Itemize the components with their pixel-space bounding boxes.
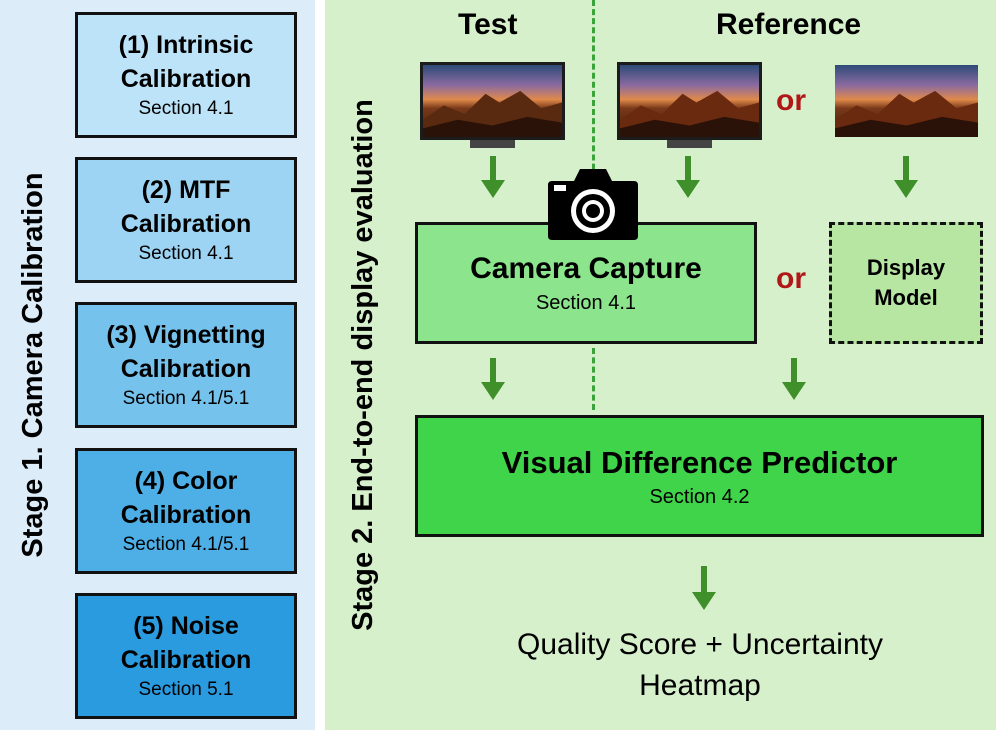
vdp-section: Section 4.2 (649, 486, 750, 508)
display-model-box: Display Model (829, 222, 983, 344)
step-title-line2: Calibration (120, 355, 252, 383)
step-title-line1: (1) Intrinsic (118, 31, 254, 59)
or-label-middle: or (776, 262, 806, 295)
vignetting-calibration-box: (3) Vignetting Calibration Section 4.1/5… (75, 302, 297, 428)
arrow-down-icon (894, 156, 918, 198)
output-text: Quality Score + Uncertainty Heatmap (450, 624, 950, 706)
reference-monitor-icon (617, 62, 762, 148)
step-title-line1: (2) MTF (141, 176, 231, 204)
divider-top (592, 0, 595, 215)
step-section: Section 4.1/5.1 (122, 388, 250, 409)
step-title-line2: Calibration (120, 646, 252, 674)
or-label-top: or (776, 84, 806, 117)
step-title-line1: (5) Noise (133, 612, 239, 640)
arrow-down-icon (676, 156, 700, 198)
arrow-down-icon (782, 358, 806, 400)
camera-icon (548, 169, 638, 240)
display-model-line1: Display (866, 255, 946, 280)
reference-image (835, 65, 978, 137)
arrow-down-icon (481, 156, 505, 198)
color-calibration-box: (4) Color Calibration Section 4.1/5.1 (75, 448, 297, 574)
camera-capture-section: Section 4.1 (535, 292, 637, 314)
intrinsic-calibration-box: (1) Intrinsic Calibration Section 4.1 (75, 12, 297, 138)
step-section: Section 4.1 (138, 98, 234, 119)
output-line1: Quality Score + Uncertainty (517, 628, 883, 661)
reference-heading: Reference (716, 8, 862, 41)
divider-middle (592, 348, 595, 410)
stage2-title: Stage 2. End-to-end display evaluation (347, 99, 379, 631)
step-section: Section 5.1 (138, 679, 234, 700)
mtf-calibration-box: (2) MTF Calibration Section 4.1 (75, 157, 297, 283)
test-heading: Test (458, 8, 518, 41)
stage1-title: Stage 1. Camera Calibration (17, 172, 49, 558)
vdp-title: Visual Difference Predictor (501, 445, 898, 480)
display-model-line2: Model (874, 285, 938, 310)
arrow-down-icon (481, 358, 505, 400)
camera-capture-title: Camera Capture (470, 252, 702, 285)
arrow-down-icon (692, 566, 716, 610)
noise-calibration-box: (5) Noise Calibration Section 5.1 (75, 593, 297, 719)
step-title-line2: Calibration (120, 210, 252, 238)
visual-difference-predictor-box: Visual Difference Predictor Section 4.2 (415, 415, 984, 537)
step-title-line1: (3) Vignetting (106, 321, 266, 349)
step-title-line1: (4) Color (134, 467, 238, 495)
test-monitor-icon (420, 62, 565, 148)
camera-capture-box: Camera Capture Section 4.1 (415, 222, 757, 344)
step-section: Section 4.1 (138, 243, 234, 264)
step-section: Section 4.1/5.1 (122, 534, 250, 555)
output-line2: Heatmap (639, 669, 761, 702)
step-title-line2: Calibration (120, 501, 252, 529)
step-title-line2: Calibration (120, 65, 252, 93)
